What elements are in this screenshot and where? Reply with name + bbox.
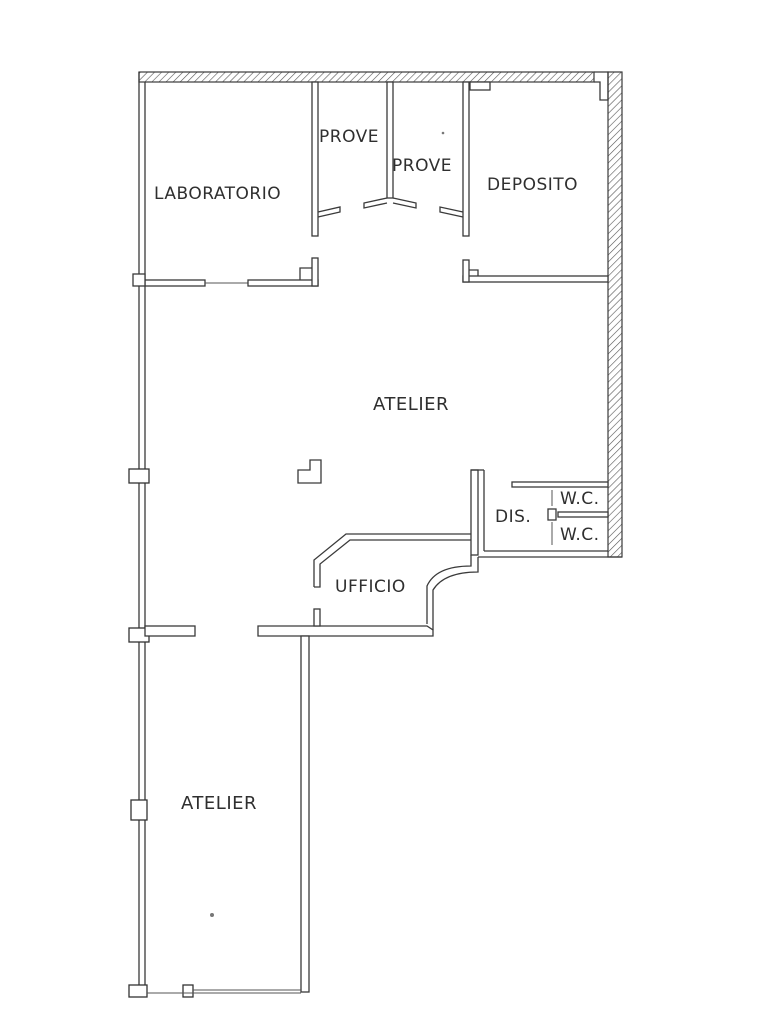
exterior-walls (138, 71, 623, 990)
door-lab-prove (317, 206, 341, 218)
room-label-atelier-main: ATELIER (373, 394, 449, 415)
wall-prove-prove (386, 81, 394, 199)
upper-partitions (132, 81, 609, 287)
central-column (297, 459, 322, 484)
lab-bottom-wall-a (144, 279, 206, 287)
ufficio-right-wall-inner (432, 557, 479, 630)
small-pillar (182, 984, 194, 998)
room-label-ufficio: UFFICIO (335, 577, 406, 597)
dot (210, 913, 214, 917)
wc-top-wall (511, 481, 609, 488)
top-wall (138, 71, 595, 83)
pillar (128, 984, 148, 998)
wall-lab-prove (311, 81, 319, 237)
deposito-bottom-wall (462, 275, 609, 283)
room-label-laboratorio: LABORATORIO (154, 184, 281, 204)
wc-block (470, 469, 609, 556)
door-prove-left (363, 197, 388, 209)
wall-prove-deposito (462, 81, 470, 237)
pillars (128, 459, 322, 998)
room-labels: LABORATORIO PROVE PROVE DEPOSITO ATELIER… (154, 127, 600, 814)
room-label-atelier-lower: ATELIER (181, 793, 257, 814)
left-nib (132, 273, 146, 287)
room-label-prove-1: PROVE (319, 127, 379, 147)
pillar (130, 799, 148, 821)
dot (441, 131, 445, 135)
ufficio-right-wall (426, 555, 472, 624)
room-label-wc-1: W.C. (560, 489, 600, 509)
top-wall-end (469, 81, 491, 91)
room-label-deposito: DEPOSITO (487, 175, 578, 195)
room-label-dis: DIS. (495, 507, 531, 527)
door-prove-right (392, 197, 417, 209)
ufficio-walls (257, 533, 479, 637)
deposito-return (469, 269, 479, 276)
ufficio-top-wall-inner (314, 539, 471, 588)
pillar (128, 468, 150, 484)
right-wall (607, 71, 623, 558)
wc-door-post (547, 508, 557, 521)
ufficio-bottom-wall (257, 625, 434, 637)
lab-bottom-jamb (311, 257, 319, 287)
ufficio-top-wall (313, 533, 471, 587)
lab-bottom-return (299, 267, 312, 280)
lower-right-wall (300, 635, 310, 993)
lower-top-wall-left (144, 625, 196, 637)
ufficio-door-jamb (313, 608, 321, 627)
room-label-prove-2: PROVE (392, 156, 452, 176)
dis-left-wall (470, 469, 479, 556)
room-label-wc-2: W.C. (560, 525, 600, 545)
deposito-jamb (462, 259, 470, 283)
right-wall-corner (594, 71, 609, 101)
wc-divider (557, 511, 609, 518)
lab-bottom-wall-b (247, 279, 319, 287)
door-prove-deposito (439, 206, 464, 218)
lower-atelier-walls (144, 625, 310, 994)
